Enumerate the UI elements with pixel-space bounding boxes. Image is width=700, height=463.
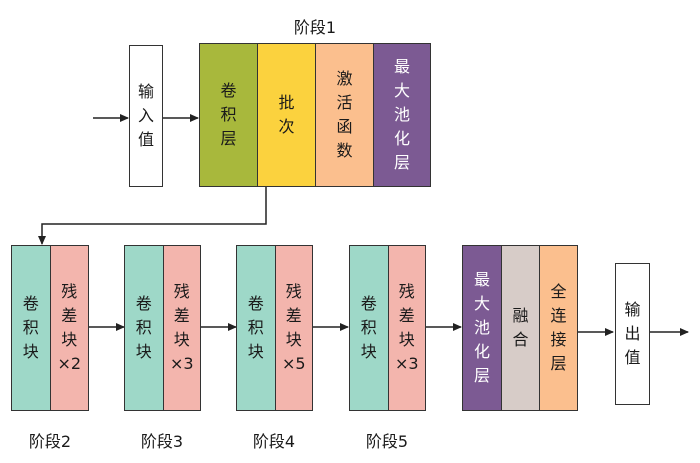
stage2-conv-block: 卷积块 — [12, 246, 51, 410]
stage3-conv-block: 卷积块 — [125, 246, 164, 410]
tail-maxpool: 最大池化层 — [463, 246, 502, 410]
stage5-conv-block: 卷积块 — [350, 246, 389, 410]
tail-maxpool-text: 最大池化层 — [473, 270, 490, 385]
stage3-label: 阶段3 — [140, 432, 184, 451]
stage1-group: 卷积层 批次 激活函数 最大池化层 — [199, 43, 431, 187]
stage1-maxpool-text: 最大池化层 — [393, 57, 410, 172]
stage5-res-block: 残差块×3 — [388, 246, 425, 410]
tail-group: 最大池化层 融合 全连接层 — [462, 245, 578, 411]
stage4-res-block: 残差块×5 — [275, 246, 312, 410]
stage4-conv-block: 卷积块 — [237, 246, 276, 410]
stage2-res-text: 残差块×2 — [57, 282, 82, 373]
stage1-title: 阶段1 — [293, 18, 337, 37]
input-box: 输入值 — [129, 45, 163, 187]
stage3-group: 卷积块 残差块×3 — [124, 245, 201, 411]
stage5-label: 阶段5 — [365, 432, 409, 451]
input-text: 输入值 — [137, 82, 154, 149]
output-box: 输出值 — [615, 263, 650, 405]
stage1-conv-layer-text: 卷积层 — [220, 81, 237, 148]
stage1-batch: 批次 — [258, 44, 316, 186]
tail-fusion-text: 融合 — [512, 306, 529, 349]
stage4-res-text: 残差块×5 — [281, 282, 306, 373]
stage2-label: 阶段2 — [28, 432, 72, 451]
tail-fusion: 融合 — [502, 246, 540, 410]
stage1-batch-text: 批次 — [278, 93, 295, 136]
stage5-res-text: 残差块×3 — [394, 282, 419, 373]
tail-fc-text: 全连接层 — [550, 282, 567, 373]
tail-fc-layer: 全连接层 — [540, 246, 577, 410]
stage3-res-text: 残差块×3 — [169, 282, 194, 373]
stage3-res-block: 残差块×3 — [163, 246, 200, 410]
stage1-activation: 激活函数 — [316, 44, 374, 186]
stage2-group: 卷积块 残差块×2 — [11, 245, 89, 411]
stage2-conv-text: 卷积块 — [22, 294, 39, 361]
stage1-activation-text: 激活函数 — [336, 69, 353, 160]
arrow-stage1-to-stage2 — [38, 187, 267, 245]
stage4-conv-text: 卷积块 — [247, 294, 264, 361]
output-text: 输出值 — [624, 300, 641, 367]
stage1-maxpool: 最大池化层 — [374, 44, 430, 186]
stage1-conv-layer: 卷积层 — [200, 44, 258, 186]
stage4-label: 阶段4 — [252, 432, 296, 451]
stage5-conv-text: 卷积块 — [360, 294, 377, 361]
stage2-res-block: 残差块×2 — [50, 246, 88, 410]
stage4-group: 卷积块 残差块×5 — [236, 245, 313, 411]
stage5-group: 卷积块 残差块×3 — [349, 245, 426, 411]
stage3-conv-text: 卷积块 — [135, 294, 152, 361]
